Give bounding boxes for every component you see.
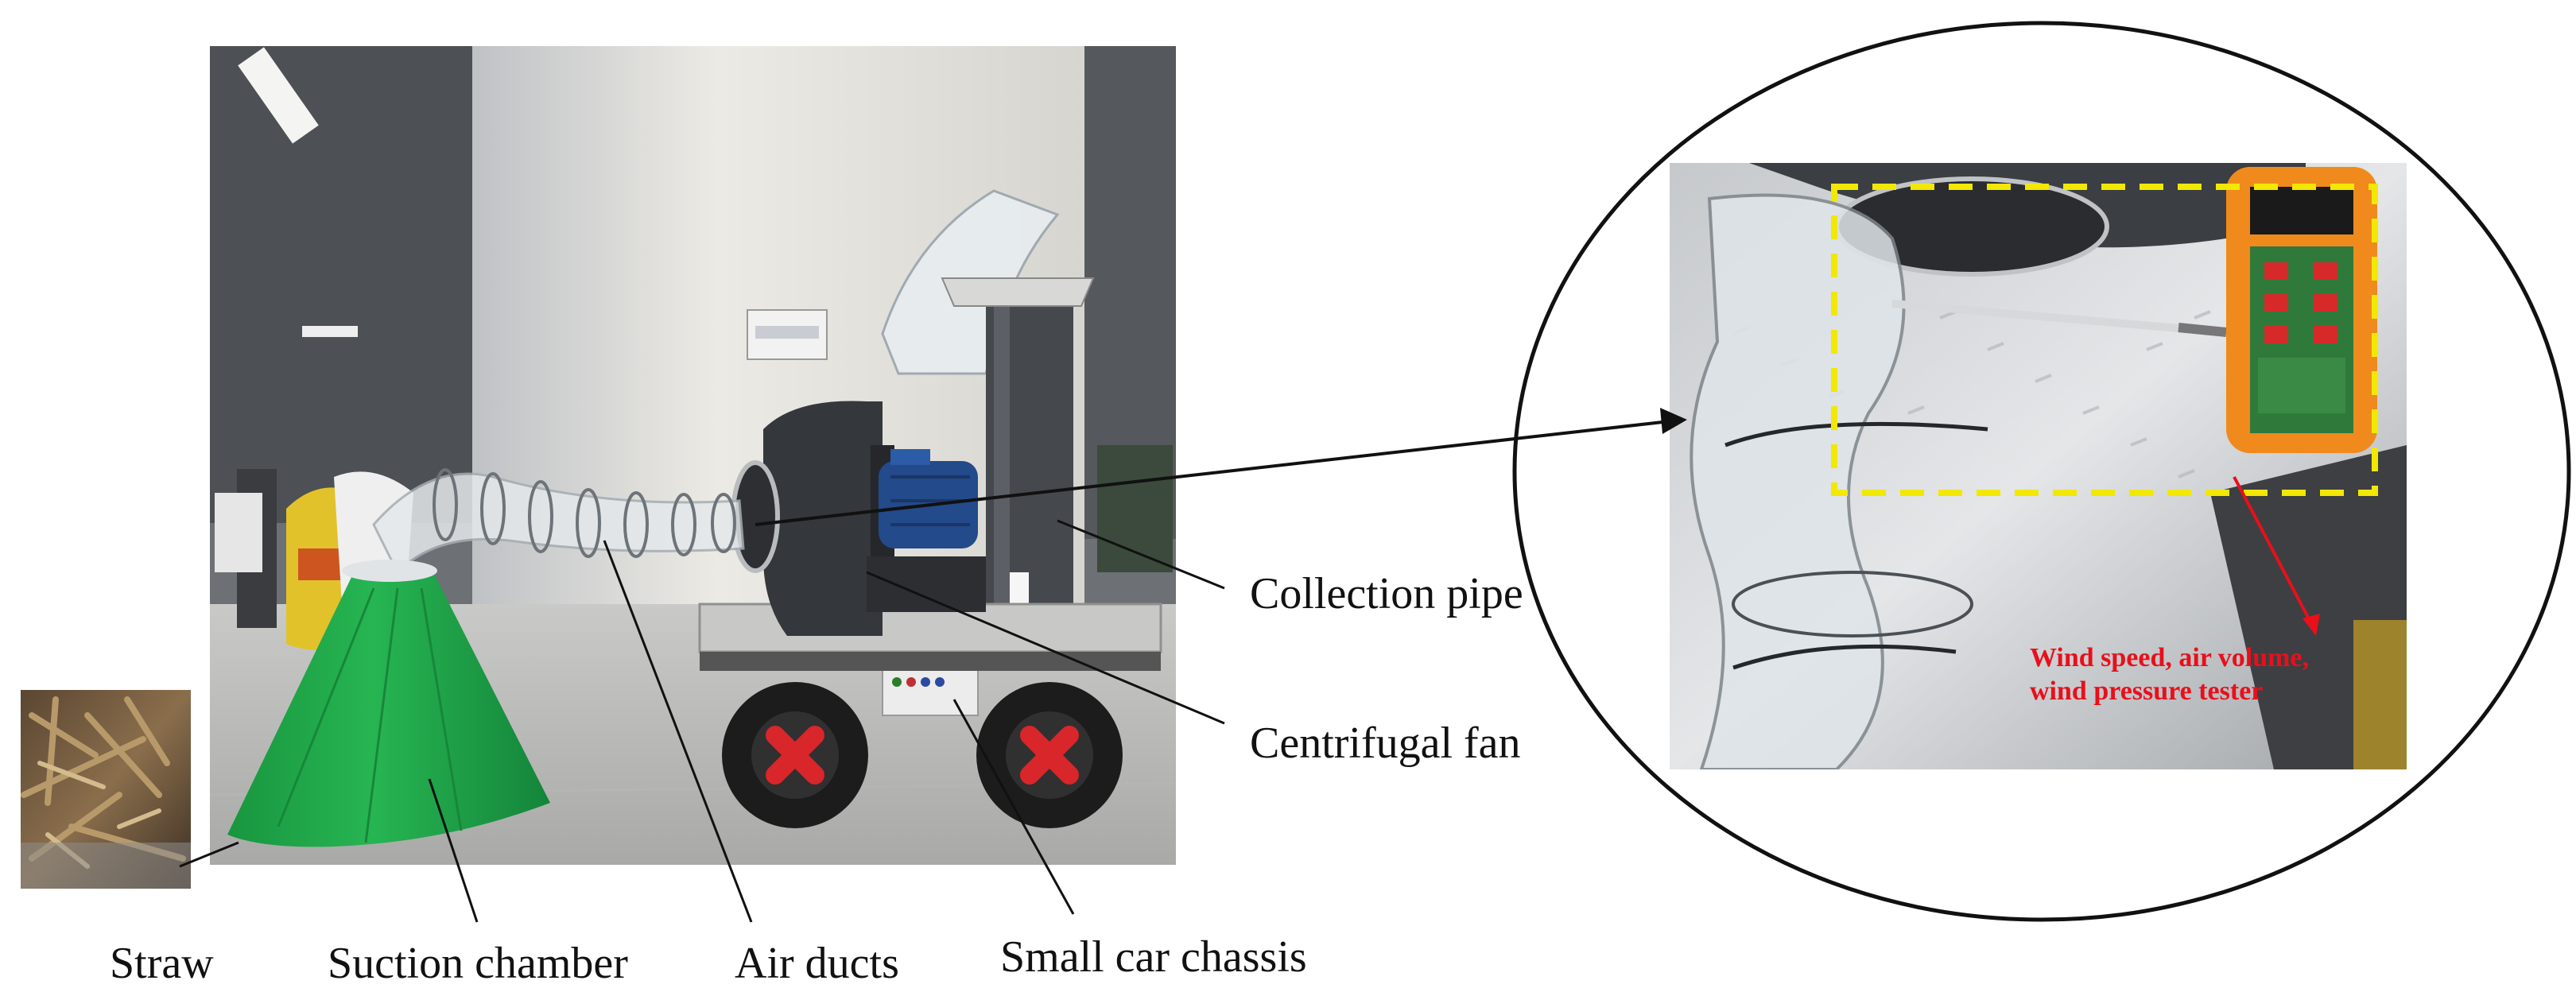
main-photo <box>209 46 1177 865</box>
label-straw: Straw <box>110 939 214 988</box>
zoom-photo <box>1670 163 2407 769</box>
tester-label-line2: wind pressure tester <box>2030 676 2263 706</box>
wheel-right <box>976 682 1123 828</box>
zoom-arrow <box>755 408 1687 526</box>
wheel-left <box>722 682 868 828</box>
label-air-ducts: Air ducts <box>735 939 899 988</box>
tester-device <box>2226 167 2377 453</box>
label-suction-chamber: Suction chamber <box>328 939 628 988</box>
straw-inset <box>21 690 191 889</box>
suction-chamber-cone <box>227 560 550 847</box>
leader-lines <box>179 519 1225 923</box>
label-collection-pipe: Collection pipe <box>1250 569 1523 618</box>
zoom-circle <box>1512 21 2571 922</box>
highlight-box <box>1831 184 2378 496</box>
label-centrifugal-fan: Centrifugal fan <box>1250 719 1521 768</box>
label-small-car-chassis: Small car chassis <box>1000 932 1307 982</box>
tester-label-line1: Wind speed, air volume, <box>2030 643 2309 672</box>
